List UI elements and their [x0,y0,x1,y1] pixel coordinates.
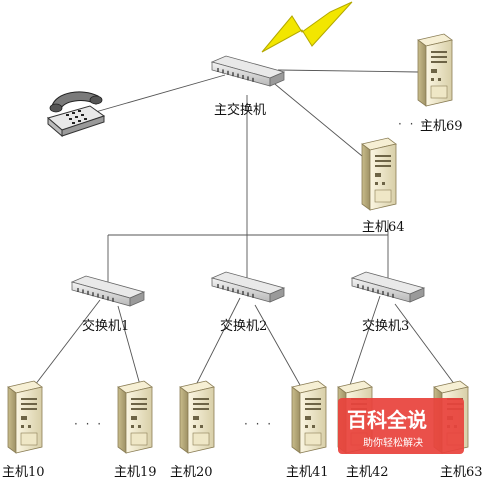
watermark-subtitle: 助你轻松解决 [363,436,423,449]
host19-label: 主机19 [114,465,157,480]
host63-label: 主机63 [440,465,483,480]
main-switch-label: 主交换机 [214,102,266,118]
host69-label: 主机69 [420,119,463,134]
telephone-icon [46,91,106,138]
link-phone [91,74,226,114]
watermark-title: 百科全说 [347,408,427,432]
main-switch-icon [211,55,285,87]
link-sw2-host41 [254,304,301,386]
host10-label: 主机10 [2,465,45,480]
server-icon-host41 [291,380,327,454]
host64-label: 主机64 [362,220,405,235]
server-icon-host10 [7,380,43,454]
switch-2-icon [211,271,285,303]
link-sw3-host42 [349,295,381,386]
host41-label: 主机41 [286,465,329,480]
server-icon-host64 [361,137,397,211]
host20-label: 主机20 [170,465,213,480]
server-icon-host20 [179,380,215,454]
watermark-badge: 百科全说 助你轻松解决 [338,398,464,454]
link-sw2-host20 [195,297,241,386]
connection-lines [34,69,456,386]
ellipsis-left: · · · [74,417,103,431]
switch-3-label: 交换机3 [362,318,409,334]
ellipsis-host69: · · · [398,117,427,131]
ellipsis-middle: · · · [244,417,273,431]
switch-1-label: 交换机1 [82,318,129,334]
link-host69 [277,69,419,73]
link-sw1-host10 [34,299,101,386]
link-host64 [269,79,363,157]
link-sw1-host19 [117,305,141,386]
link-sw3-host63 [394,303,456,386]
switch-2-label: 交换机2 [220,318,267,334]
host42-label: 主机42 [346,465,389,480]
server-icon-host19 [117,380,153,454]
server-icon-host69 [417,33,453,107]
lightning-icon [261,1,353,53]
